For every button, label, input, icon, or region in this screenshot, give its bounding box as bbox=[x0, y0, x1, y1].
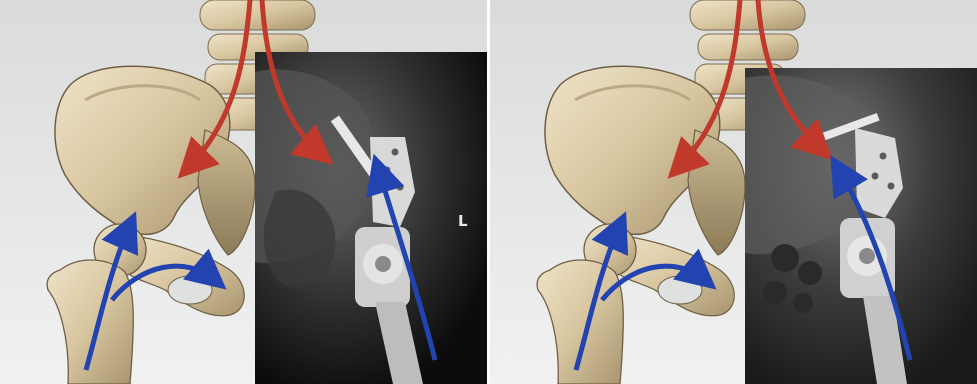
blue-arrow-vertical bbox=[576, 225, 620, 370]
left-panel: L bbox=[0, 0, 487, 384]
blue-arrow-xray bbox=[838, 168, 910, 360]
blue-arrow-curved bbox=[112, 266, 215, 300]
blue-arrow-curved bbox=[602, 266, 705, 300]
force-arrows bbox=[490, 0, 977, 384]
red-arrow-right bbox=[758, 0, 822, 150]
blue-arrow-vertical bbox=[86, 225, 130, 370]
right-panel bbox=[490, 0, 977, 384]
red-arrow-left bbox=[678, 0, 740, 168]
force-arrows bbox=[0, 0, 487, 384]
red-arrow-right bbox=[262, 0, 322, 155]
red-arrow-left bbox=[188, 0, 250, 168]
blue-arrow-xray bbox=[378, 168, 435, 360]
